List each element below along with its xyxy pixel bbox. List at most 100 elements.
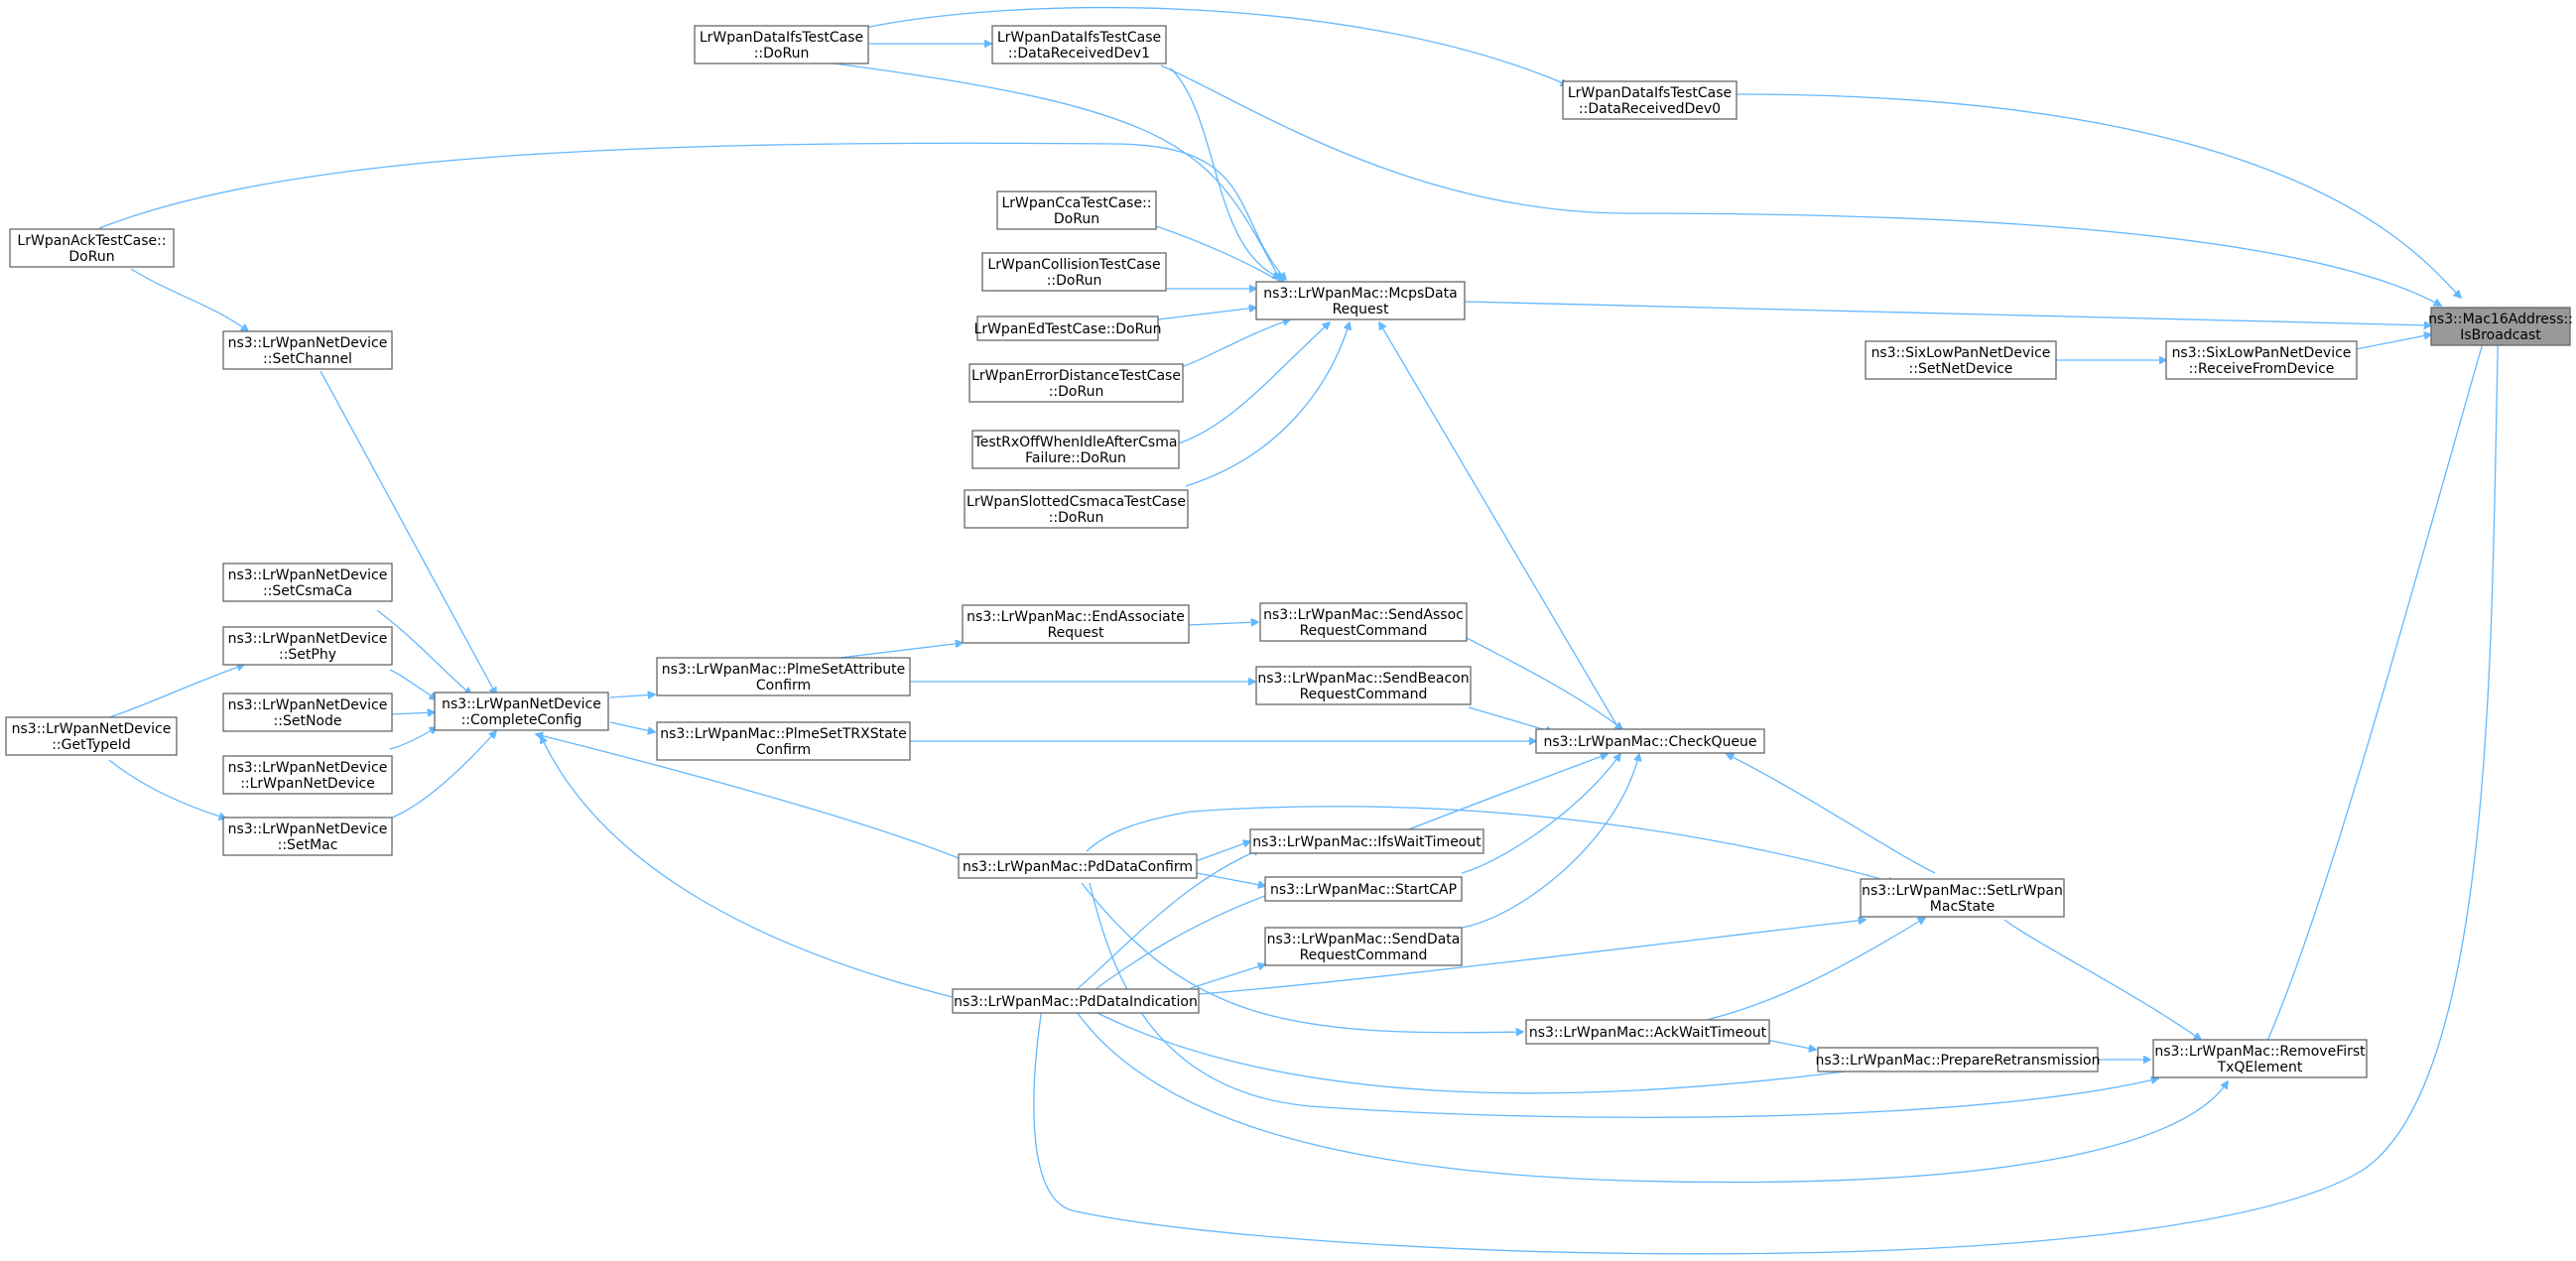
edge-removefirst-pddataind xyxy=(1076,1011,2228,1184)
edge-ifswait-pddataind xyxy=(1073,849,1260,993)
edge-ctor-completeconfig xyxy=(389,727,437,750)
node-box xyxy=(962,604,1190,644)
node-prepretrans[interactable]: ns3::LrWpanMac::PrepareRetransmission xyxy=(1816,1047,2101,1072)
node-label: TxQElement xyxy=(2217,1060,2303,1075)
node-box xyxy=(694,25,869,64)
node-setnode[interactable]: ns3::LrWpanNetDevice::SetNode xyxy=(222,693,393,732)
edge-setnode-completeconfig xyxy=(389,712,435,714)
node-checkqueue[interactable]: ns3::LrWpanMac::CheckQueue xyxy=(1535,728,1765,754)
edge-pddataconfirm-completeconfig xyxy=(536,734,960,859)
node-recvdev0[interactable]: LrWpanDataIfsTestCase::DataReceivedDev0 xyxy=(1562,80,1738,120)
node-box xyxy=(952,988,1200,1014)
node-box xyxy=(5,716,178,756)
edge-ackwait-pddataconfirm xyxy=(1081,882,1523,1033)
edge-startcap-pddataind xyxy=(1091,893,1273,993)
node-label: ::SetPhy xyxy=(279,647,336,663)
node-isbroadcast[interactable]: ns3::Mac16Address::IsBroadcast xyxy=(2428,307,2573,346)
node-box xyxy=(2165,340,2358,380)
edge-ackdorun-mcpsdata xyxy=(98,142,1286,280)
edge-senddata-checkqueue xyxy=(1461,754,1639,929)
edge-completeconfig-plmesettrx xyxy=(609,721,655,732)
edge-prepretrans-pddataind xyxy=(1091,1009,1875,1094)
node-label: RequestCommand xyxy=(1300,947,1428,963)
node-ctor[interactable]: ns3::LrWpanNetDevice::LrWpanNetDevice xyxy=(222,755,393,795)
edge-removefirst-pddataconfirm xyxy=(1089,882,2158,1118)
node-label: RequestCommand xyxy=(1300,623,1428,639)
node-collision_dorun[interactable]: LrWpanCollisionTestCase::DoRun xyxy=(981,252,1167,292)
edge-setstate-pddataind xyxy=(1198,920,1866,995)
node-label: ::CompleteConfig xyxy=(461,712,582,728)
edge-setstate-checkqueue xyxy=(1727,754,1936,874)
node-label: ns3::LrWpanNetDevice xyxy=(228,335,388,351)
edge-ccadorun-mcpsdata xyxy=(1155,225,1286,285)
node-gettypeid[interactable]: ns3::LrWpanNetDevice::GetTypeId xyxy=(5,716,178,756)
node-setchannel[interactable]: ns3::LrWpanNetDevice::SetChannel xyxy=(222,330,393,370)
node-setcsmaca[interactable]: ns3::LrWpanNetDevice::SetCsmaCa xyxy=(222,563,393,602)
node-sixlow_setnetdev[interactable]: ns3::SixLowPanNetDevice::SetNetDevice xyxy=(1865,340,2057,380)
node-errdist_dorun[interactable]: LrWpanErrorDistanceTestCase::DoRun xyxy=(968,363,1184,403)
node-label: ::DataReceivedDev0 xyxy=(1579,101,1721,117)
node-label: ::SetNetDevice xyxy=(1909,361,2013,377)
edge-ifswait-checkqueue xyxy=(1403,754,1608,832)
node-ifs_dorun[interactable]: LrWpanDataIfsTestCase::DoRun xyxy=(694,25,869,64)
node-box xyxy=(1259,602,1468,642)
edge-ackdorun-setchannel xyxy=(130,268,248,331)
node-box xyxy=(656,657,911,696)
node-box xyxy=(1562,80,1738,120)
node-label: TestRxOffWhenIdleAfterCsma xyxy=(973,435,1178,450)
node-label: LrWpanCcaTestCase:: xyxy=(1001,195,1151,211)
node-label: ns3::LrWpanMac::RemoveFirst xyxy=(2154,1044,2366,1060)
node-label: ns3::LrWpanMac::PdDataConfirm xyxy=(963,859,1193,875)
node-label: ns3::LrWpanMac::EndAssociate xyxy=(966,609,1185,625)
edge-completeconfig-plmesetattr xyxy=(609,694,655,697)
node-ack_dorun[interactable]: LrWpanAckTestCase::DoRun xyxy=(9,228,175,268)
node-label: ::DoRun xyxy=(1049,384,1104,400)
node-box xyxy=(1249,828,1484,854)
node-label: ns3::LrWpanMac::StartCAP xyxy=(1270,882,1457,898)
node-label: ns3::LrWpanMac::SendData xyxy=(1267,932,1461,947)
edge-setstate-ackwait xyxy=(1706,918,1925,1021)
node-completeconfig[interactable]: ns3::LrWpanNetDevice::CompleteConfig xyxy=(434,692,609,731)
edge-sendassoc-endassoc xyxy=(1186,622,1258,625)
node-ackwait[interactable]: ns3::LrWpanMac::AckWaitTimeout xyxy=(1525,1019,1770,1045)
node-pddataconfirm[interactable]: ns3::LrWpanMac::PdDataConfirm xyxy=(958,853,1198,879)
node-box xyxy=(222,626,393,666)
node-label: LrWpanSlottedCsmacaTestCase xyxy=(966,494,1186,510)
node-label: ns3::LrWpanNetDevice xyxy=(228,631,388,647)
node-slotted_dorun[interactable]: LrWpanSlottedCsmacaTestCase::DoRun xyxy=(964,489,1189,529)
node-ed_dorun[interactable]: LrWpanEdTestCase::DoRun xyxy=(974,315,1162,341)
edge-ifswait-pddataconfirm xyxy=(1195,841,1250,862)
node-cca_dorun[interactable]: LrWpanCcaTestCase::DoRun xyxy=(996,190,1157,230)
node-label: ns3::LrWpanMac::PdDataIndication xyxy=(954,994,1198,1010)
node-box xyxy=(222,817,393,856)
node-label: ::DoRun xyxy=(1049,510,1104,526)
node-setmac[interactable]: ns3::LrWpanNetDevice::SetMac xyxy=(222,817,393,856)
node-pddataind[interactable]: ns3::LrWpanMac::PdDataIndication xyxy=(952,988,1200,1014)
node-label: ns3::LrWpanMac::SendBeacon xyxy=(1257,671,1469,687)
edge-startcap-pddataconfirm xyxy=(1196,872,1265,886)
node-box xyxy=(1817,1047,2099,1072)
node-recvdev1[interactable]: LrWpanDataIfsTestCase::DataReceivedDev1 xyxy=(991,25,1167,64)
edge-errdist-mcpsdata xyxy=(1175,319,1290,370)
edge-setstate-pddataconfirm xyxy=(1086,806,1895,883)
node-box xyxy=(656,721,911,761)
node-startcap[interactable]: ns3::LrWpanMac::StartCAP xyxy=(1264,876,1463,902)
node-label: ns3::LrWpanNetDevice xyxy=(12,721,172,737)
edge-setphy-completeconfig xyxy=(389,669,437,699)
node-setphy[interactable]: ns3::LrWpanNetDevice::SetPhy xyxy=(222,626,393,666)
node-ifswait[interactable]: ns3::LrWpanMac::IfsWaitTimeout xyxy=(1249,828,1484,854)
edge-sendassoc-checkqueue xyxy=(1466,637,1622,729)
node-sixlow_recv[interactable]: ns3::SixLowPanNetDevice::ReceiveFromDevi… xyxy=(2165,340,2358,380)
edge-checkqueue-mcpsdata xyxy=(1379,322,1618,727)
